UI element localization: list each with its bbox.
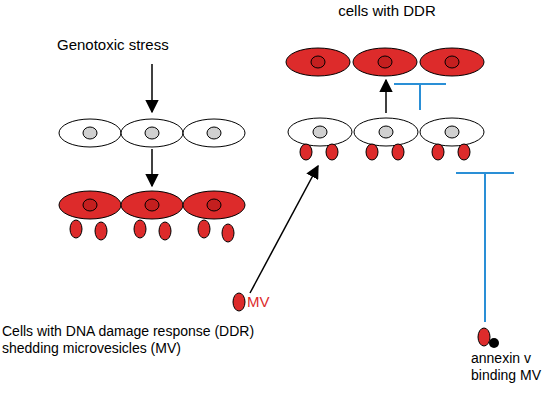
recipient-cells: [288, 118, 484, 160]
flow-arrows: [152, 64, 386, 293]
cell-label: cells with DDR: [282, 2, 492, 20]
cell-group: Cells with DNA damage response (DDR) she…: [0, 185, 262, 370]
normal-cells: [59, 119, 245, 147]
cell-group: annexin v binding MV: [468, 326, 550, 400]
cell-label: annexin v binding MV: [471, 350, 550, 384]
ddr-cells: [286, 48, 484, 76]
cell-group: cells with DDR: [282, 2, 492, 82]
inhibition-bar: [394, 84, 514, 322]
annexin-dot: [489, 338, 499, 348]
stimulus-label: Genotoxic stress: [57, 36, 169, 54]
cell-label: Cells with DNA damage response (DDR) she…: [2, 323, 264, 357]
cell-group: MV: [230, 290, 280, 314]
microvesicle: [233, 293, 245, 311]
microvesicle: [478, 328, 490, 346]
cell-label: MV: [247, 293, 287, 311]
ddr-cells: [59, 191, 245, 219]
shed-microvesicles: [70, 220, 234, 242]
